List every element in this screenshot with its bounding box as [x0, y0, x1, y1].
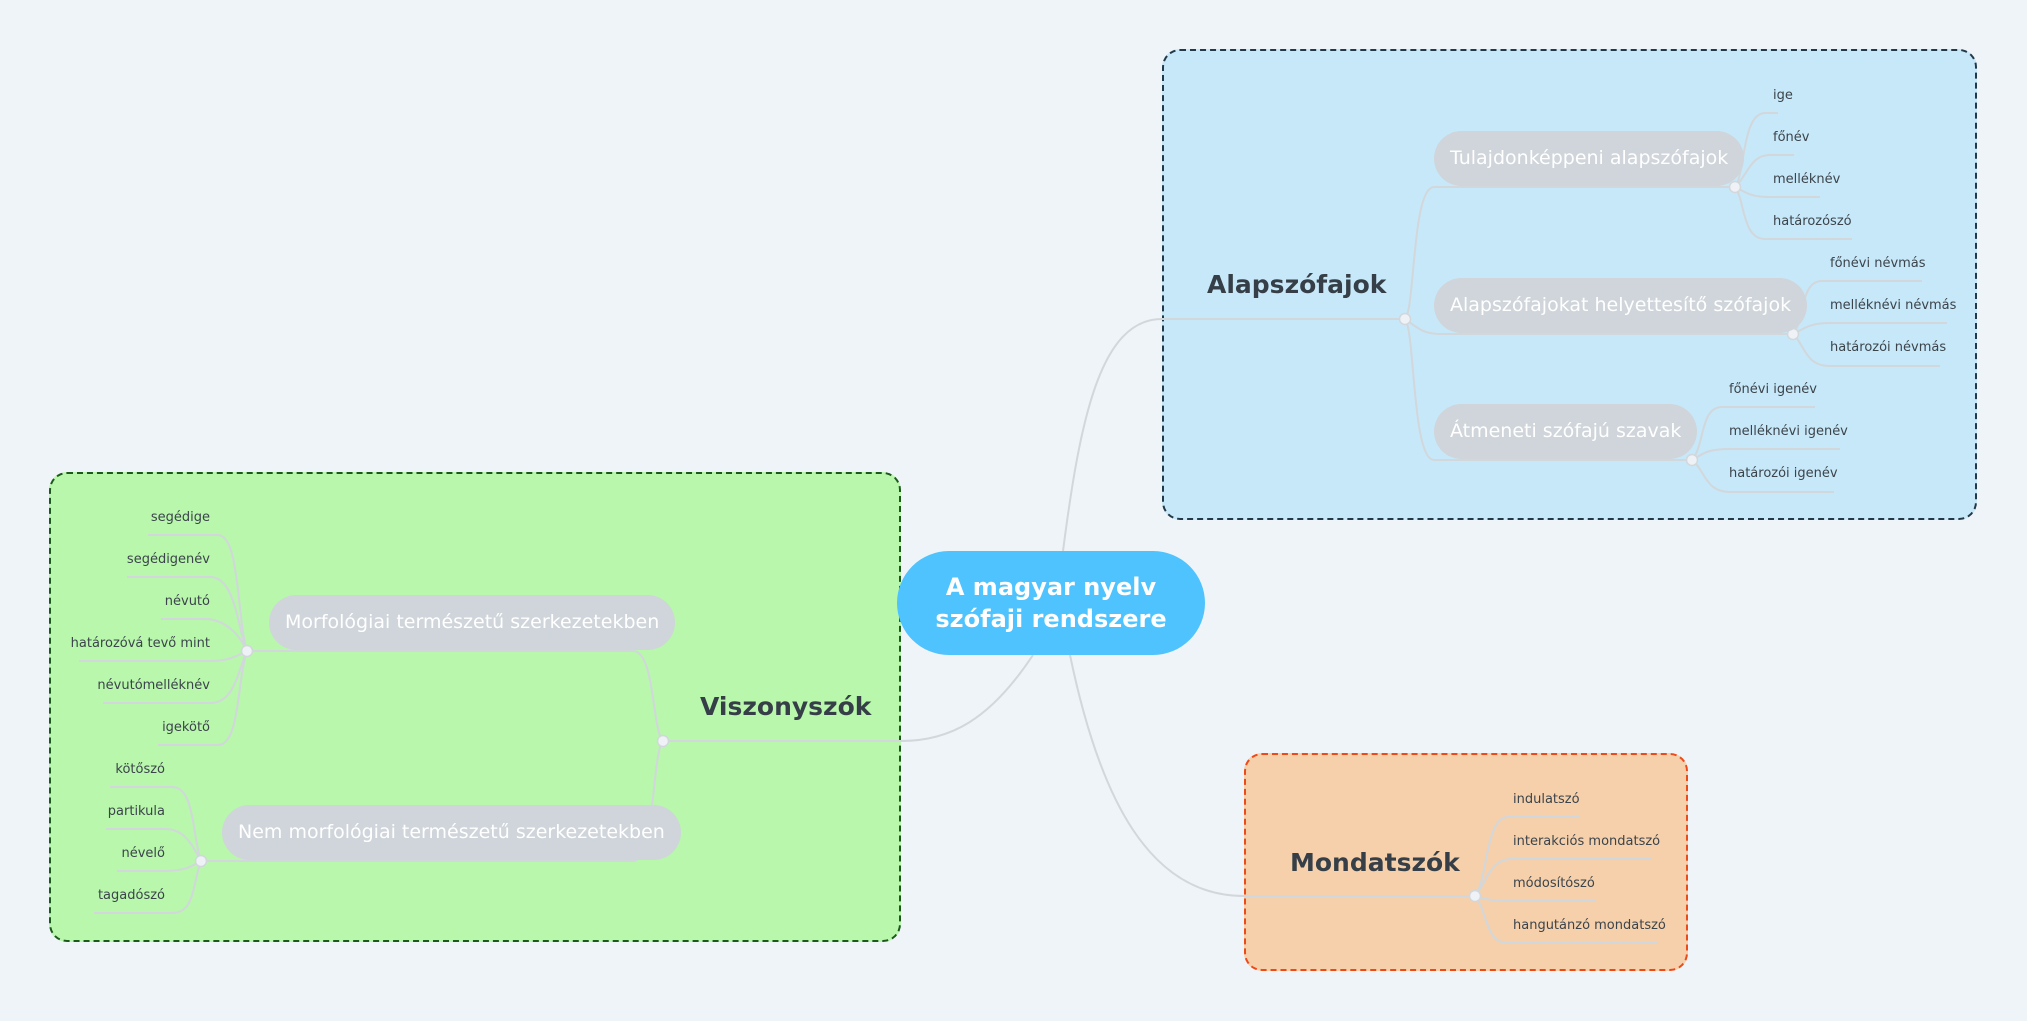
leaf-nevutomelleknev[interactable]: névutómelléknév [97, 678, 210, 693]
subtopic-atmeneti[interactable]: Átmeneti szófajú szavak [1434, 404, 1698, 459]
connector-center-viszonyszok [873, 654, 1034, 742]
leaf-fonevi-igenev[interactable]: főnévi igenév [1729, 382, 1817, 397]
connector-leaf [127, 576, 248, 652]
central-topic[interactable]: A magyar nyelv szófaji rendszere [897, 551, 1205, 655]
connector-leaf [1734, 112, 1778, 188]
mondatszok-boundary [1244, 753, 1688, 971]
leaf-fonevi-nevmas[interactable]: főnévi névmás [1830, 256, 1926, 271]
junction-visz-sub2 [194, 854, 208, 868]
connector-alap-sub3 [1404, 318, 1692, 461]
subtopic-morfologiai[interactable]: Morfológiai természetű szerkezetekben [269, 595, 676, 650]
main-topic-mondatszok[interactable]: Mondatszók [1290, 848, 1460, 877]
connector-leaf [94, 860, 202, 914]
leaf-modositoszo[interactable]: módosítószó [1513, 876, 1595, 891]
leaf-kotoszo[interactable]: kötőszó [115, 762, 165, 777]
leaf-nevuto[interactable]: névutó [164, 594, 210, 609]
leaf-hangutanzo-mondatszo[interactable]: hangutánzó mondatszó [1513, 918, 1666, 933]
junction-alap-sub1 [1728, 180, 1742, 194]
leaf-hatarozoi-igenev[interactable]: határozói igenév [1729, 466, 1838, 481]
connector-leaf [1474, 858, 1652, 897]
connector-leaf [1792, 322, 1947, 335]
leaf-igekoto[interactable]: igekötő [162, 720, 210, 735]
subtopic-nem-morfologiai[interactable]: Nem morfológiai természetű szerkezetekbe… [222, 805, 681, 860]
central-topic-label: A magyar nyelv szófaji rendszere [935, 573, 1167, 633]
leaf-ige[interactable]: ige [1773, 88, 1793, 103]
connector-leaf [1691, 448, 1840, 461]
junction-visz [656, 734, 670, 748]
main-topic-alapszofajok[interactable]: Alapszófajok [1207, 270, 1387, 299]
connector-leaf [1474, 816, 1580, 897]
leaf-melleknevi-nevmas[interactable]: melléknévi névmás [1830, 298, 1957, 313]
leaf-hatarozova-tevo-mint[interactable]: határozóvá tevő mint [70, 636, 210, 651]
connector-leaf [117, 860, 202, 872]
leaf-indulatszo[interactable]: indulatszó [1513, 792, 1580, 807]
connector-leaf [110, 786, 202, 862]
leaf-hatarozoi-nevmas[interactable]: határozói névmás [1830, 340, 1947, 355]
connector-leaf [1474, 895, 1596, 902]
leaf-hatarozoszo[interactable]: határozószó [1773, 214, 1852, 229]
connector-leaf [148, 534, 248, 652]
connector-center-mondatszok [1069, 654, 1273, 897]
leaf-tagadoszo[interactable]: tagadószó [97, 888, 165, 903]
leaf-interakcios-mondatszo[interactable]: interakciós mondatszó [1513, 834, 1661, 849]
connector-leaf [1474, 895, 1658, 944]
leaf-nevelo[interactable]: névelő [121, 846, 166, 861]
leaf-fonev[interactable]: főnév [1773, 130, 1810, 145]
viszonyszok-boundary [49, 472, 901, 942]
connector-leaf [1734, 186, 1820, 198]
connector-center-alapszofajok [1062, 318, 1192, 552]
junction-alap [1398, 312, 1412, 326]
leaf-melleknev[interactable]: melléknév [1773, 172, 1841, 187]
connector-leaf [79, 650, 248, 662]
main-topic-viszonyszok[interactable]: Viszonyszók [700, 692, 872, 721]
leaf-segedigenev[interactable]: segédigenév [126, 552, 210, 567]
connector-alap-sub1 [1404, 186, 1735, 320]
leaf-melleknevi-igenev[interactable]: melléknévi igenév [1729, 424, 1848, 439]
leaf-segedige[interactable]: segédige [150, 510, 210, 525]
connector-leaf [1691, 406, 1815, 461]
junction-alap-sub3 [1685, 453, 1699, 467]
connector-visz-sub1 [247, 650, 664, 742]
connector-leaf [158, 650, 248, 746]
junction-visz-sub1 [240, 644, 254, 658]
subtopic-helyettesito[interactable]: Alapszófajokat helyettesítő szófajok [1434, 278, 1808, 333]
subtopic-tulajdonkeppeni[interactable]: Tulajdonképpeni alapszófajok [1434, 131, 1745, 186]
leaf-partikula[interactable]: partikula [107, 804, 165, 819]
junction-mond [1468, 889, 1482, 903]
